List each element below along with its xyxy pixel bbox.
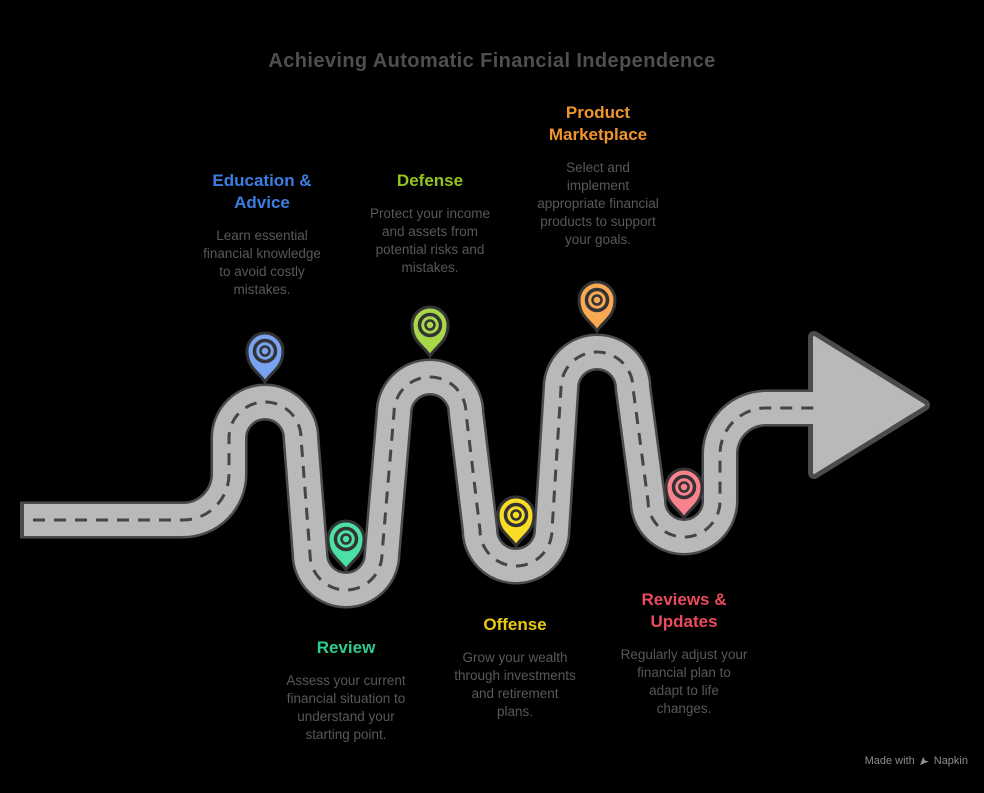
milestone-reviews-updates: Reviews & Updates Regularly adjust your … [574,589,794,718]
milestone-heading: Product Marketplace [548,103,648,144]
milestone-description: Select and implement appropriate financi… [537,160,659,247]
milestone-offense: Offense Grow your wealth through investm… [405,614,625,721]
milestone-description: Assess your current financial situation … [286,673,406,742]
page-title: Achieving Automatic Financial Independen… [268,50,716,72]
pin-education-advice-icon [245,331,285,385]
watermark: Made with Napkin [865,755,968,767]
pin-product-marketplace-icon [577,280,617,334]
milestone-description: Grow your wealth through investments and… [454,650,576,719]
milestone-defense: Defense Protect your income and assets f… [320,170,540,277]
road-center-dashes [33,350,820,592]
milestone-heading: Review [316,638,376,657]
road-surface [24,336,830,606]
milestone-heading: Education & Advice [212,171,312,212]
milestone-description: Learn essential financial knowledge to a… [203,228,321,297]
pin-offense-icon [496,495,536,549]
milestone-product-marketplace: Product Marketplace Select and implement… [488,102,708,249]
pin-reviews-updates-icon [664,467,704,521]
milestone-description: Regularly adjust your financial plan to … [620,647,748,716]
milestone-heading: Reviews & Updates [641,590,727,631]
milestone-review: Review Assess your current financial sit… [236,637,456,744]
watermark-prefix: Made with [864,755,915,767]
milestone-description: Protect your income and assets from pote… [369,206,491,275]
milestone-heading: Defense [396,171,464,190]
watermark-brand: Napkin [933,755,968,767]
pin-review-icon [326,519,366,573]
milestone-heading: Offense [483,615,547,634]
napkin-logo-icon [919,756,929,765]
arrow-head [813,336,925,474]
pin-defense-icon [410,305,450,359]
milestone-education-advice: Education & Advice Learn essential finan… [152,170,372,299]
